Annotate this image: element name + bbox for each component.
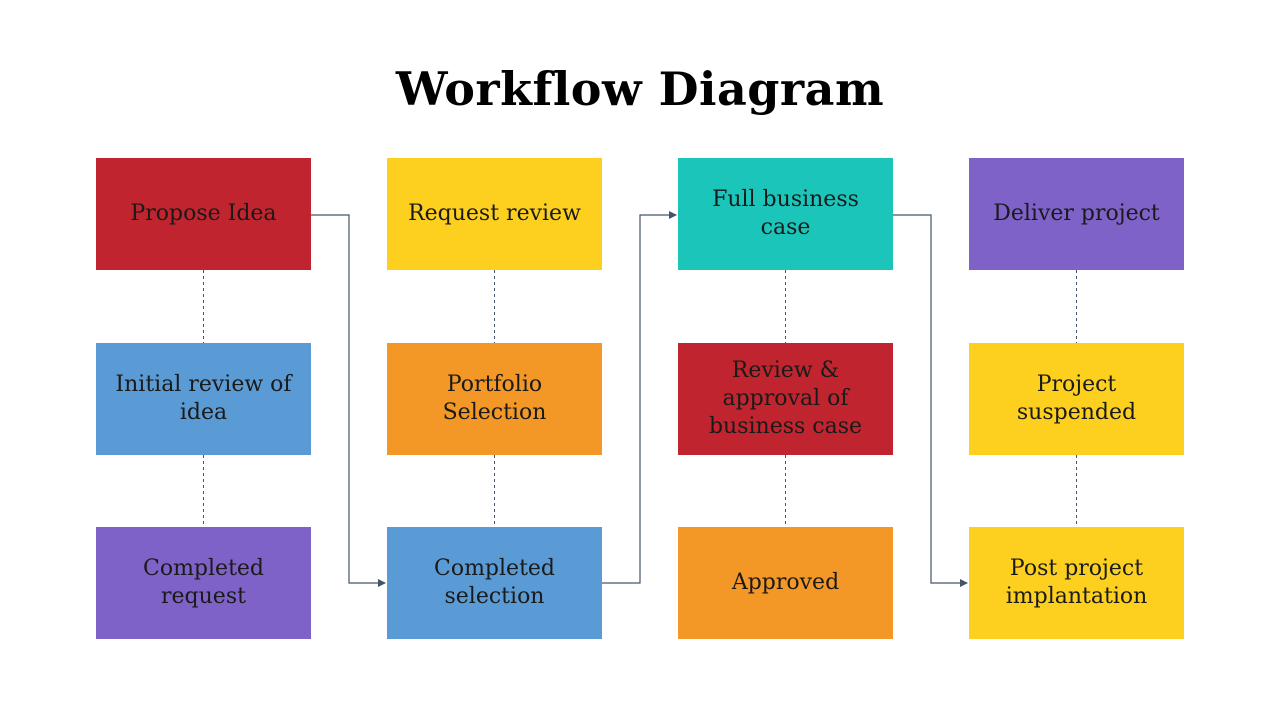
step-full-business-case: Full business case [678,158,893,270]
page-title: Workflow Diagram [395,62,885,116]
step-request-review: Request review [387,158,602,270]
step-project-suspended: Project suspended [969,343,1184,455]
step-completed-request: Completed request [96,527,311,639]
step-completed-selection: Completed selection [387,527,602,639]
elbow-arrow [893,214,968,587]
step-deliver-project: Deliver project [969,158,1184,270]
step-initial-review: Initial review of idea [96,343,311,455]
step-post-project: Post project implantation [969,527,1184,639]
step-review-approval: Review & approval of business case [678,343,893,455]
step-approved: Approved [678,527,893,639]
elbow-arrow [602,211,677,584]
elbow-arrow [311,214,386,587]
step-portfolio-selection: Portfolio Selection [387,343,602,455]
step-propose-idea: Propose Idea [96,158,311,270]
